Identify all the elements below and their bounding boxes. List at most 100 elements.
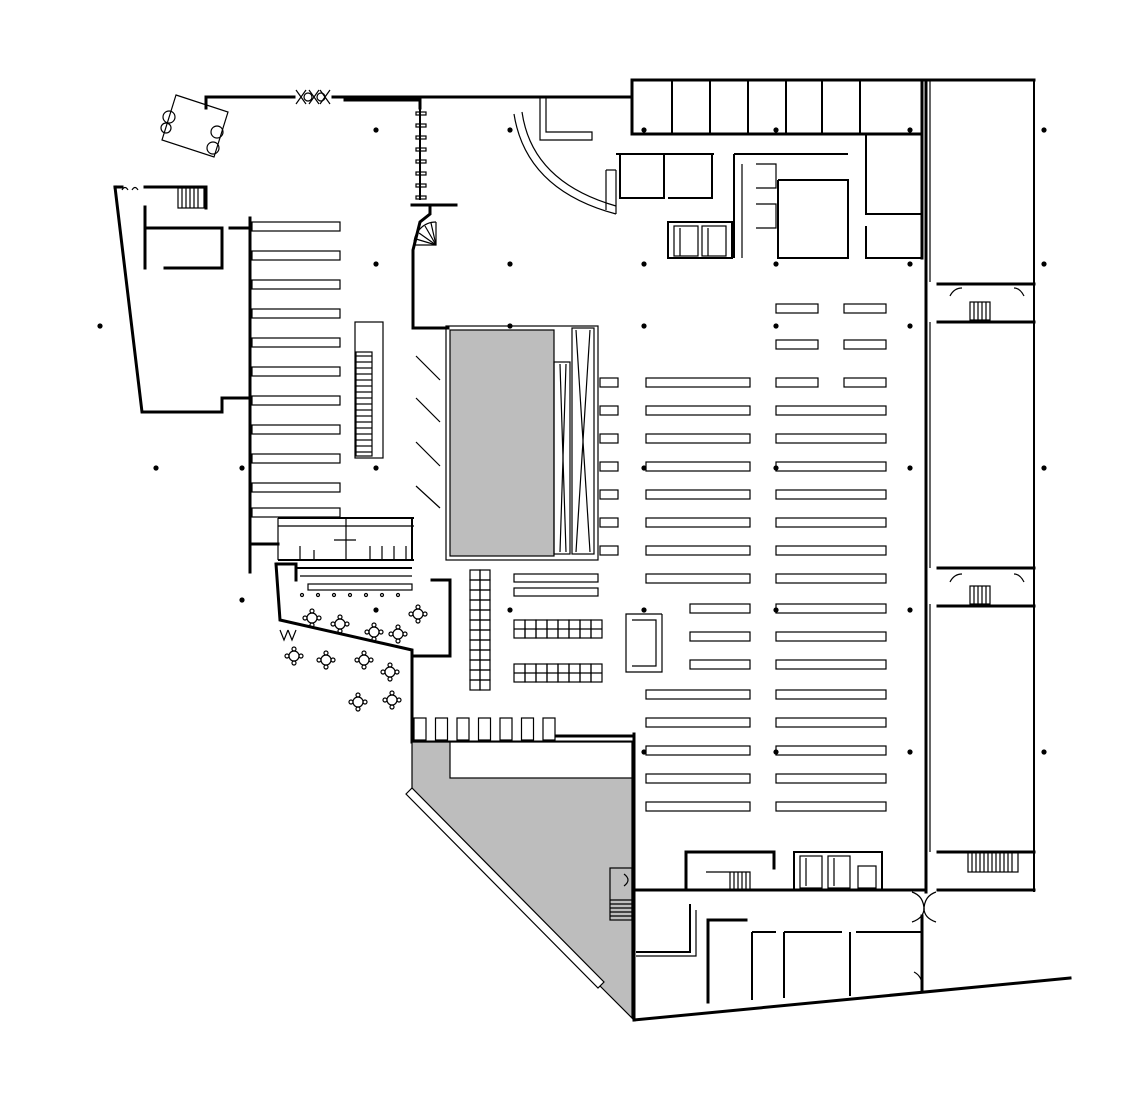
shelf-unit <box>251 395 341 406</box>
display-stands <box>415 355 441 509</box>
shelf-unit <box>599 405 619 416</box>
column-icon <box>641 127 647 133</box>
column-icon <box>907 127 913 133</box>
carrel-chair <box>477 717 492 741</box>
column-icon <box>773 607 779 613</box>
column-icon <box>641 323 647 329</box>
cafe-table-icon <box>412 608 424 620</box>
column-icon <box>907 749 913 755</box>
shelving-stacks-main <box>599 303 887 812</box>
cafe-counter <box>248 517 452 658</box>
column-icon <box>373 465 379 471</box>
shelf-unit <box>599 545 619 556</box>
shelf-unit <box>775 405 887 416</box>
column-icon <box>1041 465 1047 471</box>
shelf-unit <box>645 461 751 472</box>
column-icon <box>641 261 647 267</box>
shelf-unit <box>689 659 751 670</box>
shelf-unit <box>843 377 887 388</box>
shelf-unit <box>645 689 751 700</box>
column-icon <box>907 323 913 329</box>
spiral-stair-icon <box>411 203 450 330</box>
carrel-chair <box>413 717 427 741</box>
shelving-stacks-west <box>251 221 341 518</box>
shelf-unit <box>775 659 887 670</box>
column-icon <box>1041 127 1047 133</box>
shelf-unit <box>775 545 887 556</box>
shelf-unit <box>645 773 751 784</box>
entrance-door-icon <box>160 89 331 155</box>
stair-icon <box>609 867 633 921</box>
column-icon <box>773 261 779 267</box>
shelf-unit <box>645 717 751 728</box>
door-swing-icon <box>911 891 937 987</box>
column-icon <box>773 323 779 329</box>
column-icon <box>1041 749 1047 755</box>
shelf-unit <box>645 489 751 500</box>
cafe-table-icon <box>320 654 332 666</box>
cafe-table-icon <box>386 694 398 706</box>
info-desk <box>625 613 663 673</box>
cafe-table-icon <box>306 612 318 624</box>
column-icon <box>97 323 103 329</box>
shelf-unit <box>251 337 341 348</box>
shelf-unit <box>843 303 887 314</box>
column-icon <box>907 607 913 613</box>
exterior-walls <box>113 78 1072 1022</box>
shelf-unit <box>775 801 887 812</box>
study-carrels <box>469 569 603 691</box>
stair-icon <box>967 851 1019 873</box>
shelf-unit <box>775 303 819 314</box>
stair-icon <box>121 186 205 209</box>
shelf-unit <box>775 433 887 444</box>
shelf-unit <box>599 433 619 444</box>
cafe-table-icon <box>358 654 370 666</box>
shelf-unit <box>775 773 887 784</box>
column-icon <box>373 261 379 267</box>
cafe-table-icon <box>384 666 396 678</box>
column-icon <box>239 465 245 471</box>
shelf-unit <box>251 308 341 319</box>
shelf-unit <box>599 517 619 528</box>
shelf-unit <box>251 507 341 518</box>
column-icon <box>153 465 159 471</box>
shelf-unit <box>775 489 887 500</box>
stair-icon <box>949 287 1025 605</box>
cafe-table-icon <box>392 628 404 640</box>
column-icon <box>907 261 913 267</box>
shelf-unit <box>645 405 751 416</box>
carrel-chair <box>520 717 535 741</box>
column-icon <box>373 127 379 133</box>
shelf-unit <box>251 453 341 464</box>
shelf-unit <box>645 801 751 812</box>
shelf-unit <box>251 366 341 377</box>
shelf-unit <box>645 433 751 444</box>
column-icon <box>1041 261 1047 267</box>
shelf-unit <box>599 377 619 388</box>
shelf-unit <box>645 745 751 756</box>
column-icon <box>907 465 913 471</box>
offices-north <box>616 78 924 260</box>
cafe-table-icon <box>334 618 346 630</box>
shelf-unit <box>645 573 751 584</box>
offices-south <box>636 904 924 1004</box>
shelf-unit <box>775 631 887 642</box>
service-desk-curved <box>513 97 617 215</box>
cafe-tables <box>284 604 428 712</box>
shelf-unit <box>599 489 619 500</box>
study-carrels-south <box>413 717 556 741</box>
shelf-unit <box>775 717 887 728</box>
shelf-unit <box>599 461 619 472</box>
shelf-unit <box>775 517 887 528</box>
shelf-unit <box>775 377 819 388</box>
shelf-unit <box>775 603 887 614</box>
column-icon <box>773 465 779 471</box>
column-icon <box>373 607 379 613</box>
cafe-dots <box>299 592 401 598</box>
core-south <box>684 850 883 892</box>
shelf-unit <box>843 339 887 350</box>
carrel-chair <box>499 717 513 741</box>
shelf-unit <box>689 631 751 642</box>
carrel-chair <box>434 717 449 741</box>
column-icon <box>507 261 513 267</box>
